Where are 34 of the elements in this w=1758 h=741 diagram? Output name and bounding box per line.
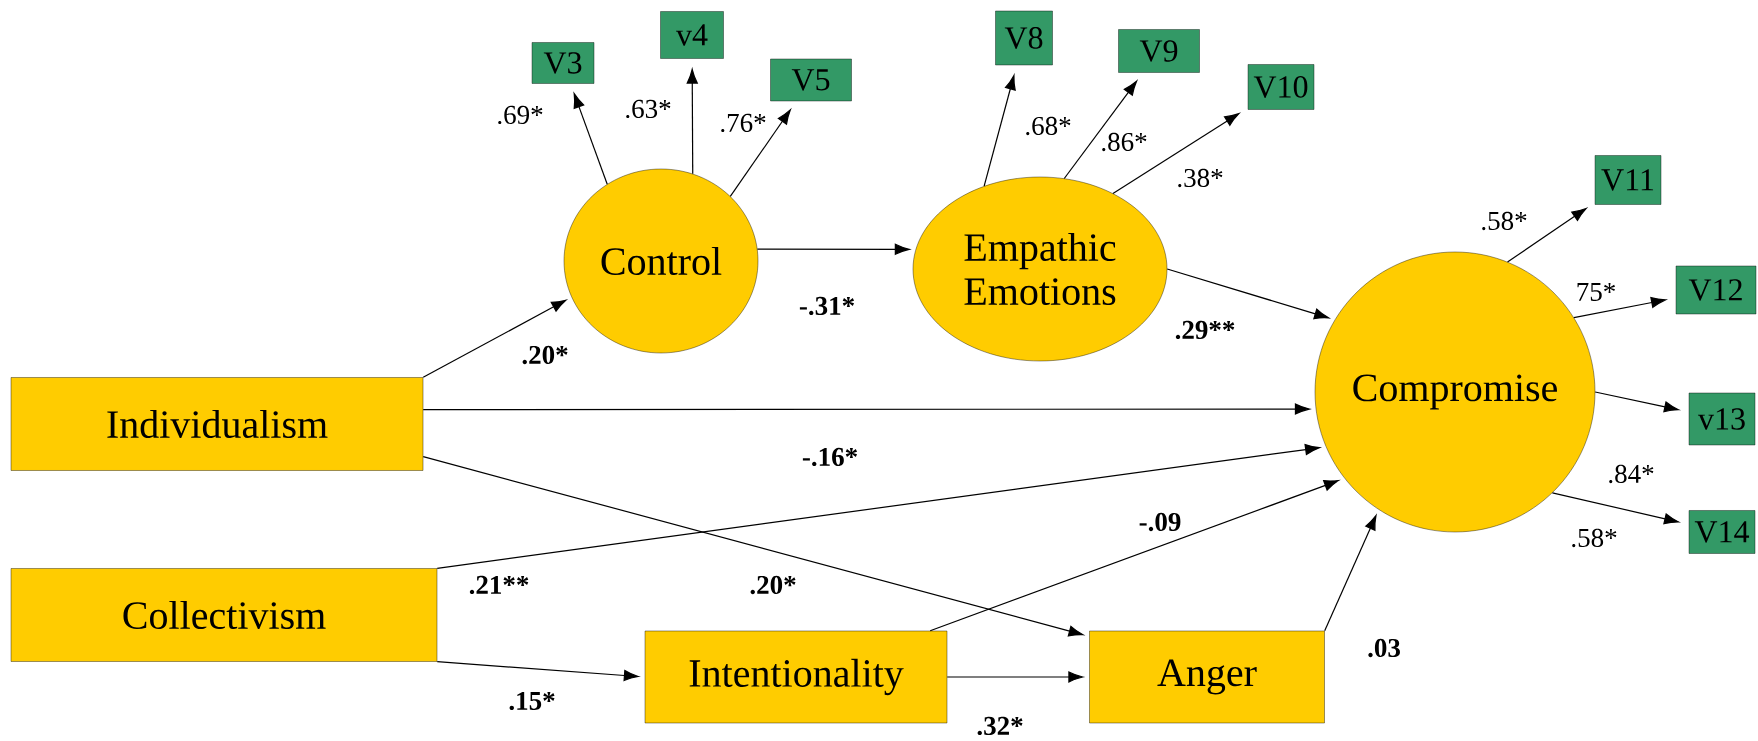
path-arrow	[1506, 207, 1587, 263]
path-arrow	[422, 456, 1084, 637]
variable-box: Collectivism	[10, 568, 438, 662]
indicator-box: V12	[1675, 265, 1757, 315]
indicator-box: V14	[1688, 510, 1756, 554]
indicator-box: v4	[660, 11, 724, 59]
variable-box: Intentionality	[644, 630, 948, 724]
indicator-box: V3	[531, 42, 595, 84]
path-arrow	[1112, 113, 1240, 195]
path-arrow	[1063, 80, 1138, 180]
path-arrow	[929, 480, 1339, 632]
path-arrow	[1594, 391, 1679, 413]
path-arrow	[422, 403, 1310, 415]
path-arrow	[573, 93, 608, 185]
path-arrow	[983, 74, 1016, 187]
path-arrow	[729, 109, 791, 197]
path-arrow	[436, 661, 639, 682]
variable-box: Individualism	[10, 377, 424, 471]
indicator-box: V11	[1594, 155, 1662, 205]
path-arrow	[1324, 515, 1377, 632]
path-arrow	[1573, 297, 1666, 319]
path-arrow	[1166, 268, 1330, 320]
indicator-box: V8	[995, 10, 1053, 66]
indicator-box: V9	[1118, 29, 1200, 73]
path-arrow	[756, 243, 910, 255]
path-arrow	[422, 299, 567, 378]
variable-box: Anger	[1089, 630, 1325, 724]
path-arrow	[436, 444, 1320, 569]
path-arrow	[946, 671, 1084, 683]
path-arrow	[1551, 492, 1680, 525]
path-arrow	[686, 68, 698, 175]
indicator-box: V5	[770, 58, 852, 102]
indicator-box: v13	[1688, 392, 1756, 446]
indicator-box: V10	[1247, 64, 1315, 110]
